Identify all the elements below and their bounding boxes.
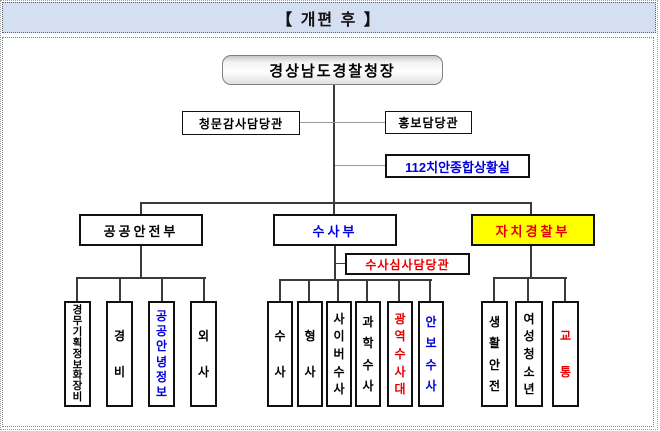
connector-line <box>279 280 281 301</box>
situation-room-box: 112치안종합상황실 <box>385 154 530 178</box>
dept-public-safety-box: 공공안전부 <box>79 214 203 246</box>
connector-line <box>76 277 206 279</box>
audit-office-box: 청문감사담당관 <box>182 111 300 135</box>
connector-line <box>300 122 385 123</box>
investigation-review-office-box: 수사심사담당관 <box>345 253 470 275</box>
connector-line <box>333 85 335 214</box>
connector-line <box>140 202 532 204</box>
connector-line <box>279 279 432 281</box>
connector-line <box>336 263 345 264</box>
dept-autonomous-police-box: 자치경찰부 <box>471 214 595 246</box>
banner-title: 【 개편 후 】 <box>2 2 656 33</box>
connector-line <box>334 246 336 280</box>
connector-line <box>76 278 78 301</box>
dept-investigation-box: 수사부 <box>273 214 397 246</box>
connector-line <box>203 278 205 301</box>
connector-line <box>530 246 532 278</box>
connector-line <box>337 280 339 301</box>
connector-line <box>308 280 310 301</box>
connector-line <box>493 278 495 301</box>
connector-line <box>161 278 163 301</box>
connector-line <box>493 277 567 279</box>
connector-line <box>530 202 532 214</box>
connector-line <box>140 202 142 214</box>
connector-line <box>366 280 368 301</box>
connector-line <box>119 278 121 301</box>
connector-line <box>527 278 529 301</box>
connector-line <box>140 246 142 278</box>
commissioner-box: 경상남도경찰청장 <box>222 55 443 85</box>
connector-line <box>429 280 431 301</box>
connector-line <box>398 280 400 301</box>
connector-line <box>335 165 385 166</box>
pr-office-box: 홍보담당관 <box>385 111 472 134</box>
connector-line <box>564 278 566 301</box>
